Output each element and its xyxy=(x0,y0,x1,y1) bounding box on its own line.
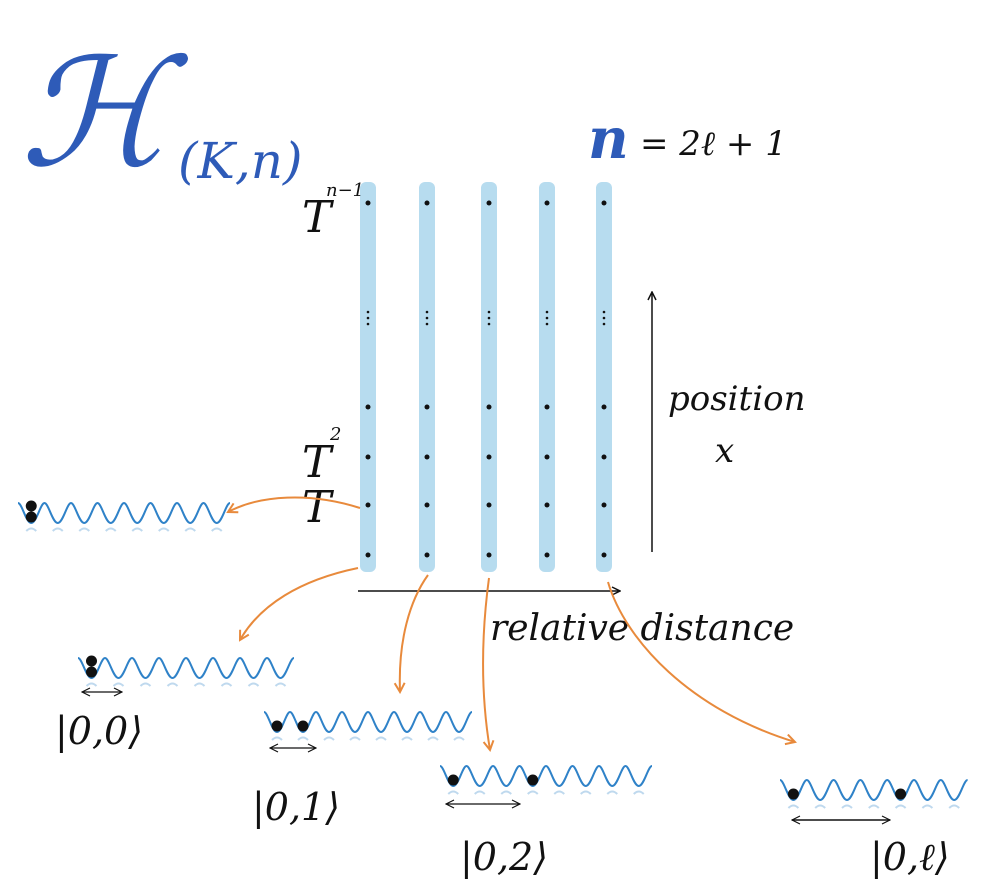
chain-state-00-reflection xyxy=(114,684,124,687)
chain-state-0l-reflection xyxy=(922,806,932,809)
chain-state-01-reflection xyxy=(324,738,334,741)
chain-state-01-reflection xyxy=(298,738,308,741)
column-5 xyxy=(596,182,612,572)
chain-state-00-reflection xyxy=(195,684,205,687)
particle xyxy=(272,721,283,732)
particle xyxy=(527,775,538,786)
chain-T-reflection xyxy=(106,529,116,532)
chain-state-01-reflection xyxy=(350,738,360,741)
chain-state-01-reflection xyxy=(402,738,412,741)
chain-state-02-reflection xyxy=(581,792,591,795)
chain-T-reflection xyxy=(185,529,195,532)
chain-state-0l xyxy=(780,780,968,808)
chain-state-00-reflection xyxy=(276,684,286,687)
chain-T-reflection xyxy=(132,529,142,532)
chain-state-00-reflection xyxy=(168,684,178,687)
state-label-00: |0,0⟩ xyxy=(55,709,143,753)
chain-state-01 xyxy=(264,712,472,740)
chain-T-reflection xyxy=(159,529,169,532)
particle xyxy=(448,775,459,786)
particle xyxy=(26,512,37,523)
equation-n: n xyxy=(588,106,629,172)
chain-state-00-reflection xyxy=(87,684,97,687)
chain-state-02-reflection xyxy=(475,792,485,795)
particle xyxy=(86,667,97,678)
chain-state-0l-reflection xyxy=(788,806,798,809)
chain-state-00-reflection xyxy=(249,684,259,687)
column-2 xyxy=(419,182,435,572)
chain-state-00-reflection xyxy=(222,684,232,687)
row-label-second-sup: 2 xyxy=(329,424,341,445)
arrow-to-state-01 xyxy=(400,575,428,692)
chain-state-01-wave xyxy=(264,712,472,732)
chain-state-0l-reflection xyxy=(896,806,906,809)
chain-state-0l-reflection xyxy=(869,806,879,809)
chain-state-0l-reflection xyxy=(815,806,825,809)
chain-state-0l-reflection xyxy=(842,806,852,809)
chain-state-02-reflection xyxy=(607,792,617,795)
chain-state-02-reflection xyxy=(528,792,538,795)
arrow-to-T-chain xyxy=(228,497,360,512)
particle xyxy=(298,721,309,732)
chain-state-00-wave xyxy=(78,658,294,678)
chain-state-0l-reflection xyxy=(949,806,959,809)
hilbert-space-symbol: ℋ xyxy=(20,27,189,201)
chain-state-02-reflection xyxy=(501,792,511,795)
chain-state-02-wave xyxy=(440,766,652,786)
chain-state-01-reflection xyxy=(272,738,282,741)
column-4 xyxy=(539,182,555,572)
chain-state-00 xyxy=(78,656,294,687)
chain-state-01-reflection xyxy=(376,738,386,741)
equation-rhs: = 2ℓ + 1 xyxy=(640,124,787,164)
chain-state-02 xyxy=(440,766,652,794)
column-3 xyxy=(481,182,497,572)
state-label-0l: |0,ℓ⟩ xyxy=(870,835,950,879)
column-1 xyxy=(360,182,376,572)
chain-state-0l-wave xyxy=(780,780,968,800)
arrow-to-state-0l xyxy=(608,582,795,742)
chain-state-00-reflection xyxy=(141,684,151,687)
chain-state-02-reflection xyxy=(448,792,458,795)
chain-state-01-reflection xyxy=(454,738,464,741)
state-label-02: |0,2⟩ xyxy=(460,835,548,879)
chain-state-02-reflection xyxy=(634,792,644,795)
row-label-first: T xyxy=(302,482,335,533)
chain-T-reflection xyxy=(79,529,89,532)
chain-T xyxy=(18,501,230,532)
state-label-01: |0,1⟩ xyxy=(252,785,340,829)
chain-T-wave xyxy=(18,503,230,523)
arrow-to-state-02 xyxy=(483,578,490,750)
chain-state-01-reflection xyxy=(428,738,438,741)
particle xyxy=(788,789,799,800)
arrow-to-state-00 xyxy=(240,568,358,640)
particle xyxy=(895,789,906,800)
hilbert-space-subscript: (K,n) xyxy=(178,132,302,190)
columns xyxy=(360,182,612,572)
chain-state-02-reflection xyxy=(554,792,564,795)
row-label-top-sup: n−1 xyxy=(326,180,364,201)
position-axis-label: position xyxy=(668,379,805,419)
chain-T-reflection xyxy=(212,529,222,532)
particle xyxy=(26,501,37,512)
chain-T-reflection xyxy=(53,529,63,532)
position-axis-variable: x xyxy=(715,431,734,471)
particle xyxy=(86,656,97,667)
chain-T-reflection xyxy=(26,529,36,532)
